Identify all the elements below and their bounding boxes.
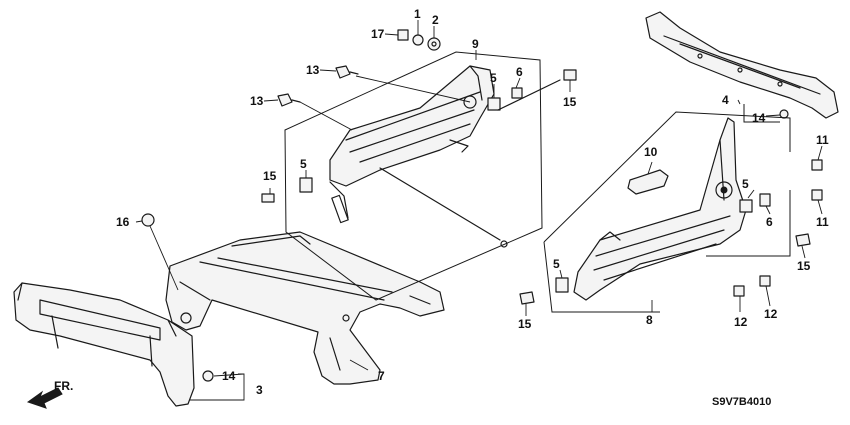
callout-2: 2 [432, 13, 439, 27]
callout-4: 4 [722, 93, 729, 107]
callout-12-left: 12 [734, 315, 748, 329]
callout-12-right: 12 [764, 307, 778, 321]
callout-11-lower: 11 [816, 215, 829, 229]
callout-16: 16 [116, 215, 130, 229]
part-seat-side-trim [645, 11, 839, 119]
leader-lines [135, 20, 823, 401]
callout-15-bottom: 15 [518, 317, 532, 331]
callout-5-upper: 5 [490, 71, 497, 85]
callout-9: 9 [472, 37, 479, 51]
hardware [141, 29, 823, 382]
callout-15-right: 15 [797, 259, 811, 273]
callout-3: 3 [256, 383, 263, 397]
part-lever-knob [627, 169, 669, 195]
part-seat-base-frame [165, 231, 445, 385]
callout-17: 17 [371, 27, 385, 41]
callout-8: 8 [646, 313, 653, 327]
callout-6-upper: 6 [516, 65, 523, 79]
callout-14-left: 14 [222, 369, 236, 383]
part-front-cover [13, 282, 195, 407]
group-frames [284, 51, 791, 313]
callout-14-right: 14 [752, 111, 766, 125]
callout-13-lower: 13 [250, 94, 264, 108]
callout-10: 10 [644, 145, 658, 159]
callout-5-left: 5 [300, 157, 307, 171]
callout-5-right: 5 [742, 177, 749, 191]
callout-7: 7 [378, 369, 385, 383]
part-slider-rail-assembly-lower [573, 117, 747, 301]
callout-15-left: 15 [263, 169, 277, 183]
direction-label: FR. [54, 379, 73, 393]
callout-labels: 1 2 17 9 13 13 5 6 15 5 15 16 4 14 10 11… [116, 7, 829, 397]
callout-11-upper: 11 [816, 133, 829, 147]
callout-6-right: 6 [766, 215, 773, 229]
callout-1: 1 [414, 7, 421, 21]
callout-13-upper: 13 [306, 63, 320, 77]
front-direction-arrow: FR. [26, 379, 73, 409]
part-slider-rail-assembly-upper [329, 65, 495, 224]
callout-5-lower: 5 [553, 257, 560, 271]
callout-15-top: 15 [563, 95, 577, 109]
diagram-code: S9V7B4010 [712, 396, 771, 408]
